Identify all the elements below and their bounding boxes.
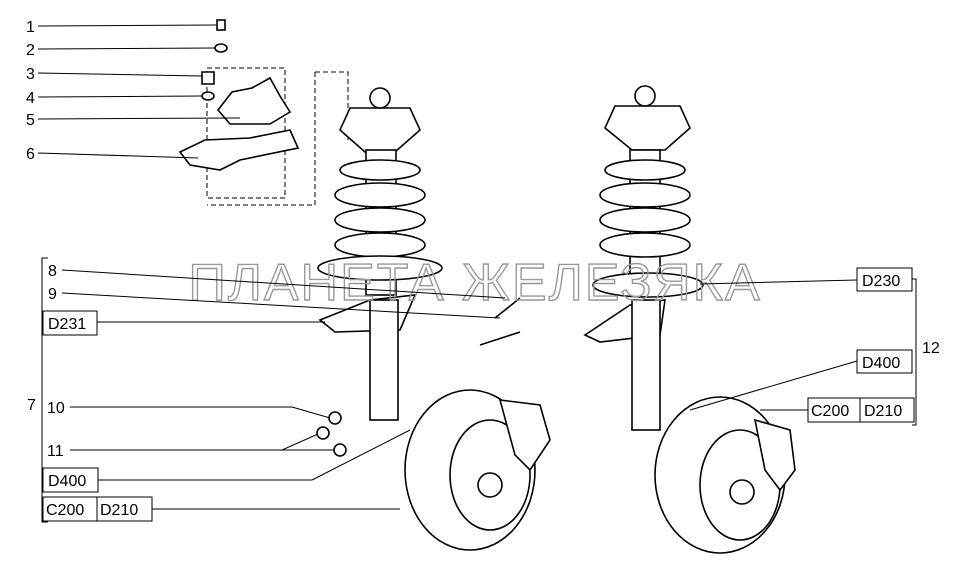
ref-d210-left: D210 (100, 502, 138, 519)
callout-8: 8 (48, 263, 57, 280)
ref-box (42, 467, 99, 493)
callout-7: 7 (27, 397, 36, 414)
ref-d230-right: D230 (862, 273, 900, 290)
ref-box (42, 496, 98, 522)
callout-10: 10 (47, 400, 65, 417)
bolt-part (216, 19, 226, 31)
ref-d400-right: D400 (862, 355, 900, 372)
plate-part (178, 129, 300, 171)
washer-part (201, 91, 215, 101)
mount-bracket-part (216, 76, 292, 125)
ref-d231-left: D231 (48, 316, 86, 333)
ref-box (807, 397, 861, 423)
strut-mount-assembly (178, 19, 349, 206)
ref-d210-right: D210 (864, 403, 902, 420)
callout-11: 11 (47, 443, 64, 460)
ref-box (42, 310, 98, 336)
nut-part (201, 71, 215, 85)
ref-box (856, 349, 913, 374)
callout-5: 5 (26, 112, 35, 129)
ref-c200-right: C200 (811, 403, 849, 420)
ref-c200-left: C200 (46, 502, 84, 519)
ref-box (856, 267, 913, 292)
callout-1: 1 (26, 19, 35, 36)
callout-12: 12 (922, 340, 940, 357)
ref-box (859, 397, 915, 423)
left-strut-assembly (316, 87, 551, 551)
ref-d400-left: D400 (48, 473, 86, 490)
callout-4: 4 (26, 90, 35, 107)
washer-part (214, 43, 228, 53)
callout-2: 2 (26, 42, 35, 59)
dashed-guide (207, 71, 349, 206)
ref-box (96, 496, 153, 522)
callout-6: 6 (26, 146, 35, 163)
watermark: ПЛАНЕТА ЖЕЛЕЗЯКА (188, 254, 761, 312)
leader-lines (37, 24, 917, 523)
callout-9: 9 (48, 286, 57, 303)
right-strut-assembly (583, 85, 796, 554)
callout-3: 3 (26, 66, 35, 83)
